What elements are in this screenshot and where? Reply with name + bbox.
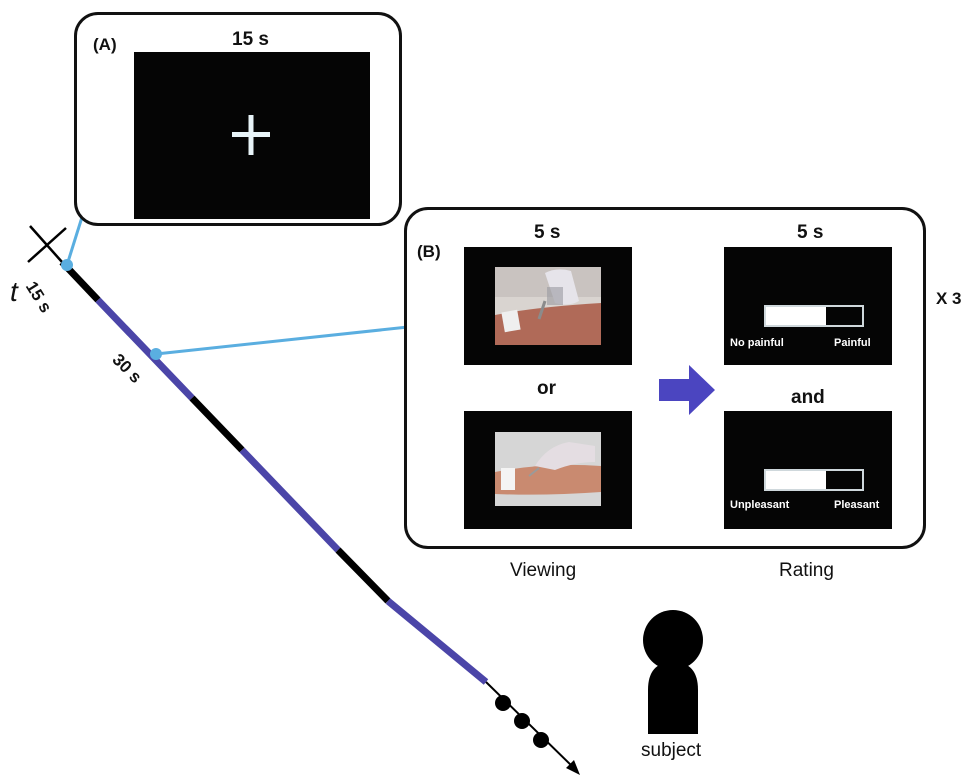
pain-scale-right-label: Painful (834, 337, 871, 349)
timeline (59, 259, 580, 775)
rating-screen-pain: No painful Painful (724, 247, 892, 365)
timeline-rest-segment (335, 547, 391, 604)
pain-rating-scale (764, 305, 864, 327)
timeline-active-segment (239, 447, 341, 553)
continuation-dot (533, 732, 549, 748)
continuation-dot (514, 713, 530, 729)
needle-on-arm-image (495, 267, 601, 345)
and-label: and (791, 387, 825, 408)
fixation-screen (134, 52, 370, 219)
pleasantness-scale-left-label: Unpleasant (730, 499, 790, 511)
or-label: or (537, 378, 556, 399)
cotton-swab-on-arm-image (495, 432, 601, 506)
viewing-screen-nonpainful (464, 411, 632, 529)
pleasantness-rating-scale (764, 469, 864, 491)
rating-screen-pleasantness: Unpleasant Pleasant (724, 411, 892, 529)
panel-b-label: (B) (417, 242, 441, 261)
pleasantness-rating-fill (766, 471, 827, 489)
viewing-duration: 5 s (534, 222, 561, 243)
panel-a: (A) 15 s (74, 12, 402, 226)
origin-cross (27, 227, 67, 263)
viewing-screen-painful (464, 247, 632, 365)
pain-scale-left-label: No painful (730, 337, 784, 349)
pleasantness-scale-right-label: Pleasant (834, 499, 880, 511)
continuation-dot (495, 695, 511, 711)
origin-cross (29, 225, 63, 263)
panel-a-duration: 15 s (232, 29, 269, 50)
timeline-active-segment (95, 297, 195, 401)
fixation-cross-icon (232, 115, 270, 155)
rating-caption: Rating (779, 560, 834, 581)
arrow-right-icon (659, 365, 715, 415)
timeline-arrowhead (566, 760, 580, 775)
time-axis-label: t (10, 276, 18, 307)
timeline-rest-segment (189, 395, 245, 453)
panel-a-label: (A) (93, 35, 117, 54)
subject-icon (643, 610, 703, 734)
pain-rating-fill (766, 307, 827, 325)
subject-label: subject (641, 740, 702, 761)
timeline-tail (485, 681, 577, 771)
repeat-label: X 3 (936, 289, 962, 308)
rating-duration: 5 s (797, 222, 824, 243)
connector-b (150, 319, 433, 360)
panel-b: (B) 5 s 5 s or (404, 207, 926, 549)
viewing-caption: Viewing (510, 560, 577, 581)
timeline-active-segment (385, 598, 489, 685)
